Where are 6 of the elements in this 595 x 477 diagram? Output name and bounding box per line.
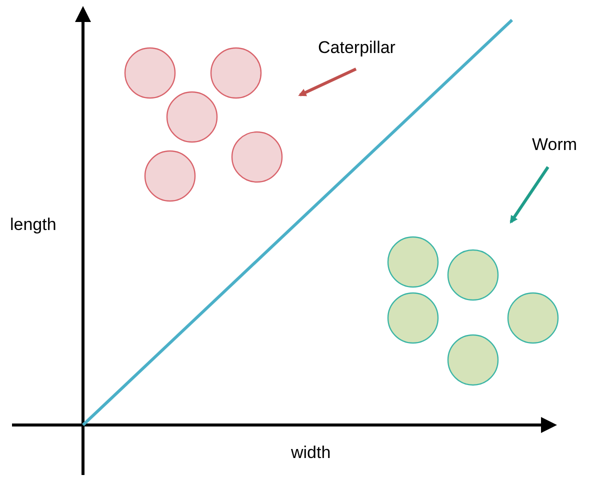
- arrow: [510, 166, 550, 224]
- class-label: Caterpillar: [318, 37, 396, 58]
- class-label: Worm: [532, 134, 578, 156]
- axis-label: length: [10, 214, 56, 236]
- axis-label: width: [291, 442, 331, 464]
- arrow: [298, 68, 357, 96]
